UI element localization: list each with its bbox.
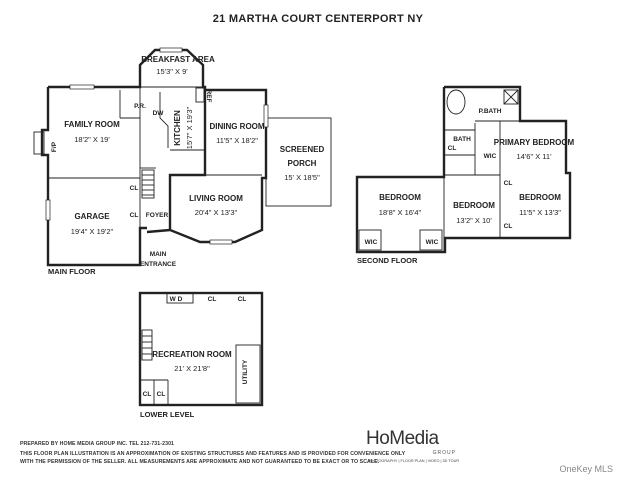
bedroom-1-dim: 18'8" X 16'4" (379, 208, 422, 217)
main-floor-walls-west (40, 87, 147, 267)
utility-label: UTILITY (242, 359, 249, 384)
main-entrance-label-2: ENTRANCE (140, 261, 177, 268)
closet-label: CL (208, 296, 217, 303)
living-room-label: LIVING ROOM (189, 194, 243, 203)
primary-bedroom-label: PRIMARY BEDROOM (494, 138, 575, 147)
footer-disclaimer-2: WITH THE PERMISSION OF THE SELLER. ALL M… (20, 459, 380, 465)
porch-label: SCREENED (280, 145, 325, 154)
main-floor-plan: BREAKFAST AREA 15'3" X 9' FAMILY ROOM 18… (33, 47, 332, 276)
kitchen-counter (159, 92, 169, 148)
foyer-label: FOYER (146, 212, 169, 219)
bedroom-3-label: BEDROOM (519, 193, 561, 202)
ref-label: REF (205, 90, 212, 103)
garage-dim: 19'4" X 19'2" (71, 227, 114, 236)
dw-label: DW (153, 110, 165, 117)
window (263, 104, 269, 128)
lower-level-plan: W D CL CL RECREATION ROOM 21' X 21'8" UT… (138, 291, 264, 419)
washer-dryer (166, 292, 194, 304)
window (69, 84, 95, 90)
bath-label: BATH (453, 136, 471, 143)
utility-room (235, 344, 261, 404)
closet-label: CL (130, 185, 139, 192)
wic-closet (358, 229, 382, 251)
wic-closet (419, 229, 443, 251)
family-room-label: FAMILY ROOM (64, 120, 120, 129)
logo-brand: HoMedia (366, 428, 439, 449)
lower-level-label: LOWER LEVEL (140, 410, 195, 419)
bathtub (446, 89, 466, 115)
bedroom-1-label: BEDROOM (379, 193, 421, 202)
breakfast-area-dim: 15'3" X 9' (156, 67, 188, 76)
bedroom-2-dim: 13'2" X 10' (456, 216, 492, 225)
pbath-label: P.BATH (479, 108, 502, 115)
screened-porch (265, 117, 332, 207)
pr-label: P.R. (134, 103, 146, 110)
lower-level-walls (138, 291, 264, 407)
fp-label: F/P (51, 141, 58, 152)
window (209, 239, 233, 245)
dining-room-dim: 11'5" X 18'2" (216, 136, 258, 145)
closet-label: CL (504, 223, 513, 230)
main-stairs (141, 169, 155, 199)
main-floor-walls (48, 48, 268, 244)
closet-label: CL (504, 180, 513, 187)
garage-label: GARAGE (74, 212, 110, 221)
window (45, 199, 51, 221)
wd-label: W D (170, 296, 183, 303)
homedia-logo: HoMedia GROUP PHOTOGRAPHY | FLOOR PLAN |… (366, 428, 462, 468)
closet-label: CL (238, 296, 247, 303)
shower (503, 89, 519, 105)
closet-label: CL (448, 145, 457, 152)
kitchen-dim: 15'7" X 19'3" (185, 106, 194, 149)
closet-label: CL (157, 391, 166, 398)
recreation-room-dim: 21' X 21'8" (174, 364, 210, 373)
fridge (195, 87, 205, 103)
primary-bedroom-dim: 14'6" X 11' (517, 152, 553, 161)
logo-group: GROUP (432, 450, 456, 456)
wic-label: WIC (365, 239, 378, 246)
dining-room-label: DINING ROOM (209, 122, 264, 131)
wic-label: WIC (426, 239, 439, 246)
fireplace (33, 131, 45, 155)
bedroom-2-label: BEDROOM (453, 201, 495, 210)
footer-prepared-by: PREPARED BY HOME MEDIA GROUP INC. TEL 21… (20, 441, 175, 447)
kitchen-label: KITCHEN (173, 110, 182, 146)
mls-watermark: OneKey MLS (559, 464, 613, 474)
logo-tagline: PHOTOGRAPHY | FLOOR PLAN | VIDEO | 3D TO… (368, 459, 460, 463)
window (159, 47, 183, 53)
breakfast-area-label: BREAKFAST AREA (141, 55, 215, 64)
porch-dim: 15' X 18'5" (284, 173, 320, 182)
second-floor-label: SECOND FLOOR (357, 256, 418, 265)
recreation-room-label: RECREATION ROOM (152, 350, 232, 359)
closet-label: CL (130, 212, 139, 219)
living-room-dim: 20'4" X 13'3" (195, 208, 238, 217)
lower-stairs (141, 329, 153, 361)
second-floor-walls (355, 85, 572, 254)
closet-label: CL (143, 391, 152, 398)
second-floor-plan: P.BATH BATH CL WIC PRIMARY BEDROOM 14'6"… (355, 85, 575, 265)
wic-label: WIC (484, 153, 497, 160)
main-floor-label: MAIN FLOOR (48, 267, 96, 276)
footer-disclaimer-1: THIS FLOOR PLAN ILLUSTRATION IS AN APPRO… (20, 451, 406, 457)
main-entrance-label: MAIN (150, 251, 167, 258)
porch-label-2: PORCH (288, 159, 317, 168)
entrance-wall (146, 228, 171, 234)
property-title: 21 MARTHA COURT CENTERPORT NY (213, 13, 424, 25)
family-room-dim: 18'2" X 19' (74, 135, 110, 144)
bedroom-3-dim: 11'5" X 13'3" (519, 208, 561, 217)
